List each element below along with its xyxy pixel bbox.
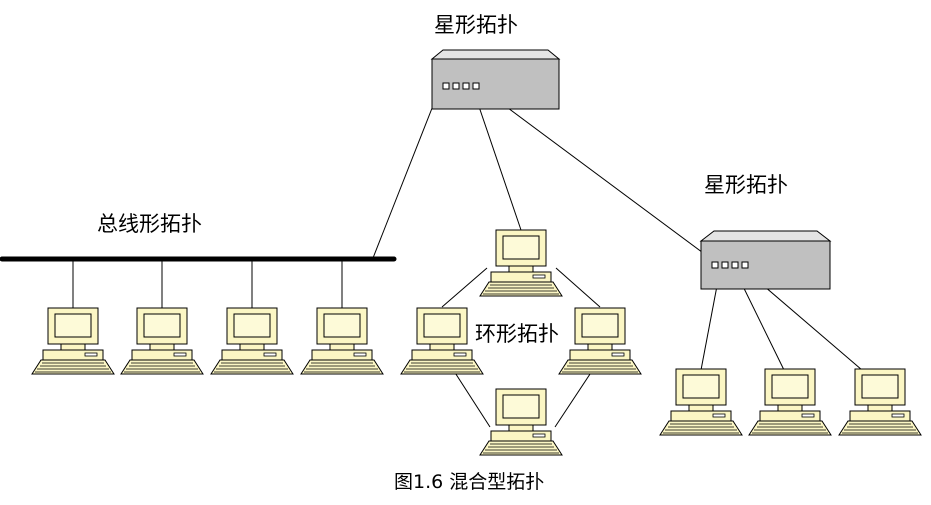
label-ring: 环形拓扑 [475, 322, 559, 346]
ring-link-1 [441, 267, 488, 308]
label-bus: 总线形拓扑 [97, 212, 202, 236]
link-tophub-righthub [480, 87, 719, 265]
star-hub-top [430, 49, 561, 110]
bus-computer-3 [210, 307, 294, 375]
label-star-right: 星形拓扑 [704, 173, 788, 197]
bus-computer-1 [31, 307, 115, 375]
ring-link-3 [451, 367, 491, 428]
label-star-top: 星形拓扑 [434, 13, 518, 37]
ring-computer-top [479, 229, 563, 297]
ring-computer-right [558, 307, 642, 375]
star-hub-right [699, 230, 832, 290]
link-tophub-ring [473, 91, 522, 231]
ring-link-2 [555, 267, 601, 308]
ring-link-4 [554, 367, 595, 428]
bus-computer-2 [120, 307, 204, 375]
star-computer-3 [838, 368, 922, 436]
figure-caption: 图1.6 混合型拓扑 [394, 471, 545, 493]
ring-computer-left [400, 307, 484, 375]
link-tophub-bus [372, 92, 439, 259]
ring-computer-bottom [479, 388, 563, 456]
hub-ports [711, 261, 749, 269]
star-computer-1 [659, 368, 743, 436]
star-computer-2 [748, 368, 832, 436]
hub-ports [442, 82, 480, 90]
bus-computer-4 [300, 307, 384, 375]
